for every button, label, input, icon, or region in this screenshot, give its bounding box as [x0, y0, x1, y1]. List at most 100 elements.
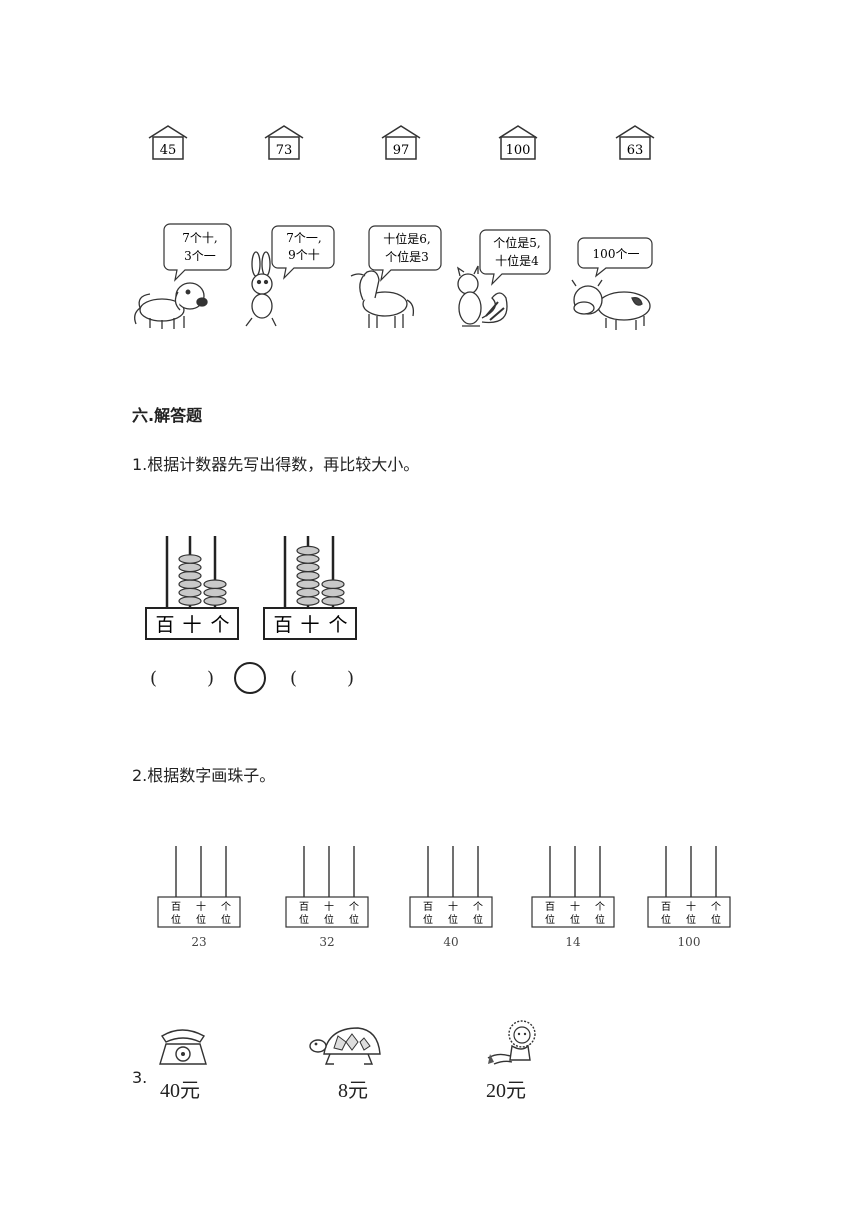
- counter-base: [409, 896, 493, 928]
- answer-paren-close-1: ): [207, 668, 215, 689]
- rabbit-icon: [245, 251, 277, 327]
- house-number: 45: [160, 143, 177, 158]
- counter-number: 100: [678, 935, 701, 949]
- house-4: 100: [495, 124, 541, 166]
- counter-label: 个: [221, 901, 231, 913]
- counter-base: [285, 896, 369, 928]
- house-number: 63: [627, 143, 644, 158]
- counter-label: 位: [171, 913, 181, 926]
- answer-paren-open-1: (: [150, 668, 158, 689]
- abacus-label-tens: 十: [182, 614, 201, 636]
- house-2: 73: [261, 124, 307, 166]
- counter-label: 位: [686, 913, 696, 926]
- counter-label: 百: [299, 901, 309, 913]
- horse-group: 十位是6, 个位是3: [345, 222, 455, 336]
- counter-label: 百: [171, 901, 181, 913]
- speech-line: 个位是5,: [493, 235, 540, 250]
- abacus-1: 百 十 个: [145, 536, 239, 640]
- counter-label: 位: [324, 913, 334, 926]
- abacus-label-ones: 个: [328, 614, 347, 636]
- compare-circle[interactable]: [234, 662, 266, 694]
- abacus-label-ones: 个: [210, 614, 229, 636]
- speech-line: 个位是3: [385, 249, 429, 264]
- counter-label: 位: [423, 913, 433, 926]
- counter-base: [531, 896, 615, 928]
- speech-line: 7个十,: [182, 231, 217, 245]
- speech-bubble: [271, 225, 335, 280]
- abacus-bead-tens: [178, 570, 202, 581]
- speech-line: 100个一: [593, 247, 640, 261]
- speech-bubble: [479, 229, 551, 286]
- squirrel-icon: [456, 265, 508, 327]
- house-5: 63: [612, 124, 658, 166]
- counter-label: 位: [545, 913, 555, 926]
- counter-label: 位: [299, 913, 309, 926]
- abacus-bead-ones: [203, 579, 227, 589]
- speech-line: 3个一: [184, 249, 216, 263]
- counter-label: 百: [423, 901, 433, 913]
- house-number: 100: [506, 143, 531, 158]
- counter-label: 位: [196, 913, 206, 926]
- cow-icon: [571, 279, 651, 330]
- house-number: 73: [276, 143, 293, 158]
- abacus-bead-tens: [178, 562, 202, 573]
- counter-number: 14: [565, 935, 581, 949]
- abacus-label-hundreds: 百: [155, 614, 174, 636]
- abacus-bead-tens: [296, 562, 320, 573]
- counter-label: 百: [545, 901, 555, 913]
- turtle-icon: [309, 1027, 381, 1065]
- price-telephone: 40元: [160, 1080, 200, 1102]
- counter-label: 十: [570, 900, 580, 913]
- question-1-text: 1.根据计数器先写出得数，再比较大小。: [132, 455, 420, 474]
- counter-number: 40: [443, 935, 458, 949]
- abacus-bead-tens: [178, 579, 202, 589]
- abacus-2: 百 十 个: [263, 536, 357, 640]
- question-3-number: 3.: [132, 1068, 148, 1087]
- counter-label: 位: [595, 913, 605, 926]
- counter-base: [157, 896, 241, 928]
- rabbit-group: 7个一, 9个十: [238, 222, 338, 336]
- abacus-bead-ones: [203, 587, 227, 598]
- abacus-pair: 百 十 个 百 十 个: [140, 532, 370, 648]
- doll-item: [484, 1018, 544, 1074]
- counter-label: 位: [570, 913, 580, 926]
- counter-label: 百: [661, 901, 671, 913]
- abacus-bead-tens: [296, 579, 320, 589]
- counter-label: 个: [595, 901, 605, 913]
- counter-label: 位: [661, 913, 671, 926]
- abacus-bead-tens: [296, 554, 320, 564]
- house-1: 45: [145, 124, 191, 166]
- dog-icon: [134, 282, 208, 329]
- counter-number: 23: [191, 935, 206, 949]
- house-number: 97: [393, 143, 410, 158]
- doll-icon: [487, 1020, 536, 1065]
- dog-group: 7个十, 3个一: [130, 220, 240, 339]
- counter-label: 十: [686, 900, 696, 913]
- speech-bubble: [163, 223, 232, 282]
- abacus-bead-tens: [296, 587, 320, 598]
- counter-label: 个: [711, 901, 721, 913]
- counter-label: 位: [711, 913, 721, 926]
- abacus-bead-ones: [321, 587, 345, 598]
- abacus-bead-ones: [203, 596, 227, 606]
- counter-label: 位: [448, 913, 458, 926]
- abacus-bead-ones: [321, 579, 345, 589]
- abacus-bead-tens: [178, 596, 202, 606]
- house-3: 97: [378, 124, 424, 166]
- abacus-bead-ones: [321, 596, 345, 606]
- horse-icon: [350, 270, 415, 328]
- speech-line: 9个十: [288, 248, 320, 262]
- abacus-bead-tens: [178, 587, 202, 598]
- abacus-bead-tens: [296, 596, 320, 606]
- counter-label: 个: [473, 901, 483, 913]
- cow-group: 100个一: [570, 236, 660, 336]
- price-doll: 20元: [486, 1080, 526, 1102]
- speech-bubble: [368, 225, 442, 282]
- telephone-item: [156, 1024, 210, 1072]
